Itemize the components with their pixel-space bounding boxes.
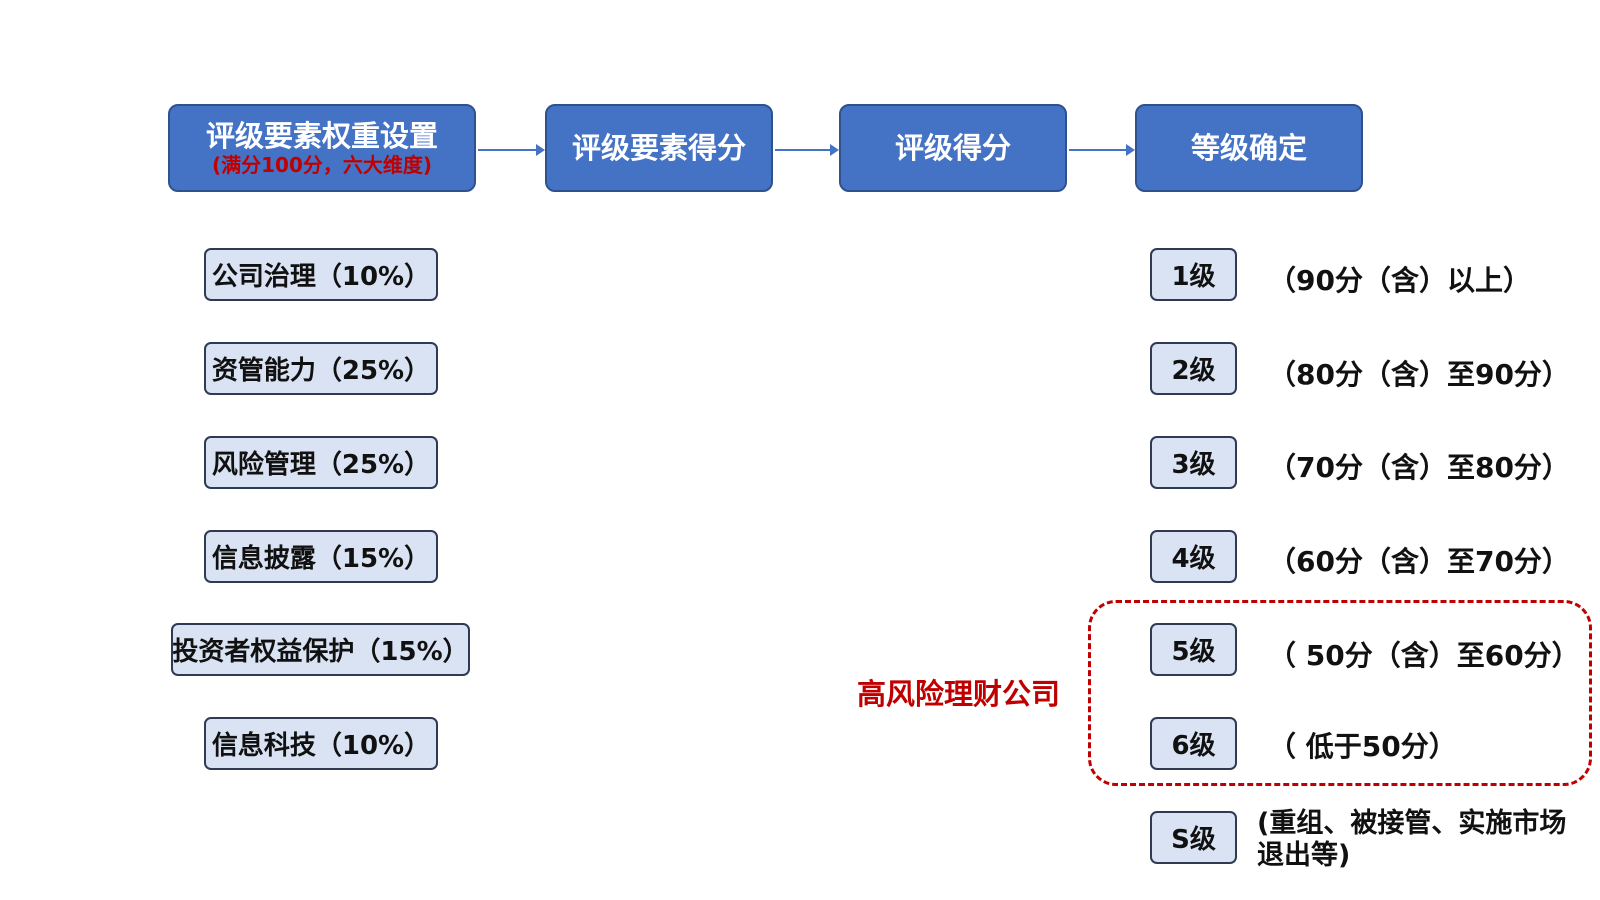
flow-step-weight-setting-title: 评级要素权重设置: [205, 119, 438, 153]
grade-s-description: (重组、被接管、实施市场退出等): [1257, 808, 1567, 871]
grade-3-range: （70分（含）至80分）: [1268, 451, 1570, 484]
grade-4-range: （60分（含）至70分）: [1268, 545, 1570, 578]
grade-3: 3级: [1150, 436, 1237, 489]
flow-arrow-2: [775, 144, 839, 156]
flow-step-factor-score: 评级要素得分: [545, 104, 773, 192]
factor-corporate-governance: 公司治理（10%）: [204, 248, 438, 301]
flow-step-rating-score: 评级得分: [839, 104, 1067, 192]
grade-6-range: （ 低于50分）: [1268, 730, 1457, 763]
high-risk-group-outline: [1088, 600, 1592, 786]
flow-step-weight-setting: 评级要素权重设置 (满分100分，六大维度): [168, 104, 476, 192]
factor-information-technology: 信息科技（10%）: [204, 717, 438, 770]
factor-asset-management: 资管能力（25%）: [204, 342, 438, 395]
grade-5: 5级: [1150, 623, 1237, 676]
flow-step-grade-determination-title: 等级确定: [1190, 131, 1307, 165]
grade-5-range: （ 50分（含）至60分）: [1268, 639, 1580, 672]
grade-6: 6级: [1150, 717, 1237, 770]
grade-s: S级: [1150, 811, 1237, 864]
grade-2-range: （80分（含）至90分）: [1268, 358, 1570, 391]
grade-2: 2级: [1150, 342, 1237, 395]
flow-step-grade-determination: 等级确定: [1135, 104, 1363, 192]
flow-arrow-1: [478, 144, 545, 156]
factor-information-disclosure: 信息披露（15%）: [204, 530, 438, 583]
grade-1-range: （90分（含）以上）: [1268, 264, 1531, 297]
grade-4: 4级: [1150, 530, 1237, 583]
flow-arrow-3: [1069, 144, 1135, 156]
flow-step-factor-score-title: 评级要素得分: [571, 131, 746, 165]
factor-risk-management: 风险管理（25%）: [204, 436, 438, 489]
grade-1: 1级: [1150, 248, 1237, 301]
factor-investor-protection: 投资者权益保护（15%）: [171, 623, 470, 676]
high-risk-group-label: 高风险理财公司: [857, 677, 1061, 711]
flow-step-weight-setting-note: (满分100分，六大维度): [211, 153, 433, 177]
flow-step-rating-score-title: 评级得分: [894, 131, 1011, 165]
